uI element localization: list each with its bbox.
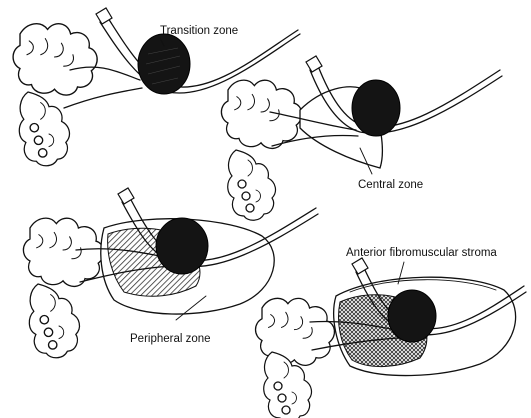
label-anterior-fibromuscular-stroma: Anterior fibromuscular stroma [346,247,497,259]
vas-deferens-coil [19,92,69,166]
label-transition-zone: Transition zone [160,25,238,37]
seminal-vesicle-upper [256,298,335,365]
panel-anterior-stroma: Anterior fibromuscular stroma [256,247,526,418]
label-central-zone: Central zone [358,179,423,191]
seminal-vesicle-upper [13,24,97,95]
seminal-vesicle-upper [23,218,103,286]
panel-central-zone: Central zone [221,56,502,220]
transition-zone-shape [138,34,190,94]
vas-deferens-coil [228,150,276,220]
label-peripheral-zone: Peripheral zone [130,333,211,345]
vas-deferens-coil [29,284,79,358]
seminal-vesicle-upper [221,80,301,148]
